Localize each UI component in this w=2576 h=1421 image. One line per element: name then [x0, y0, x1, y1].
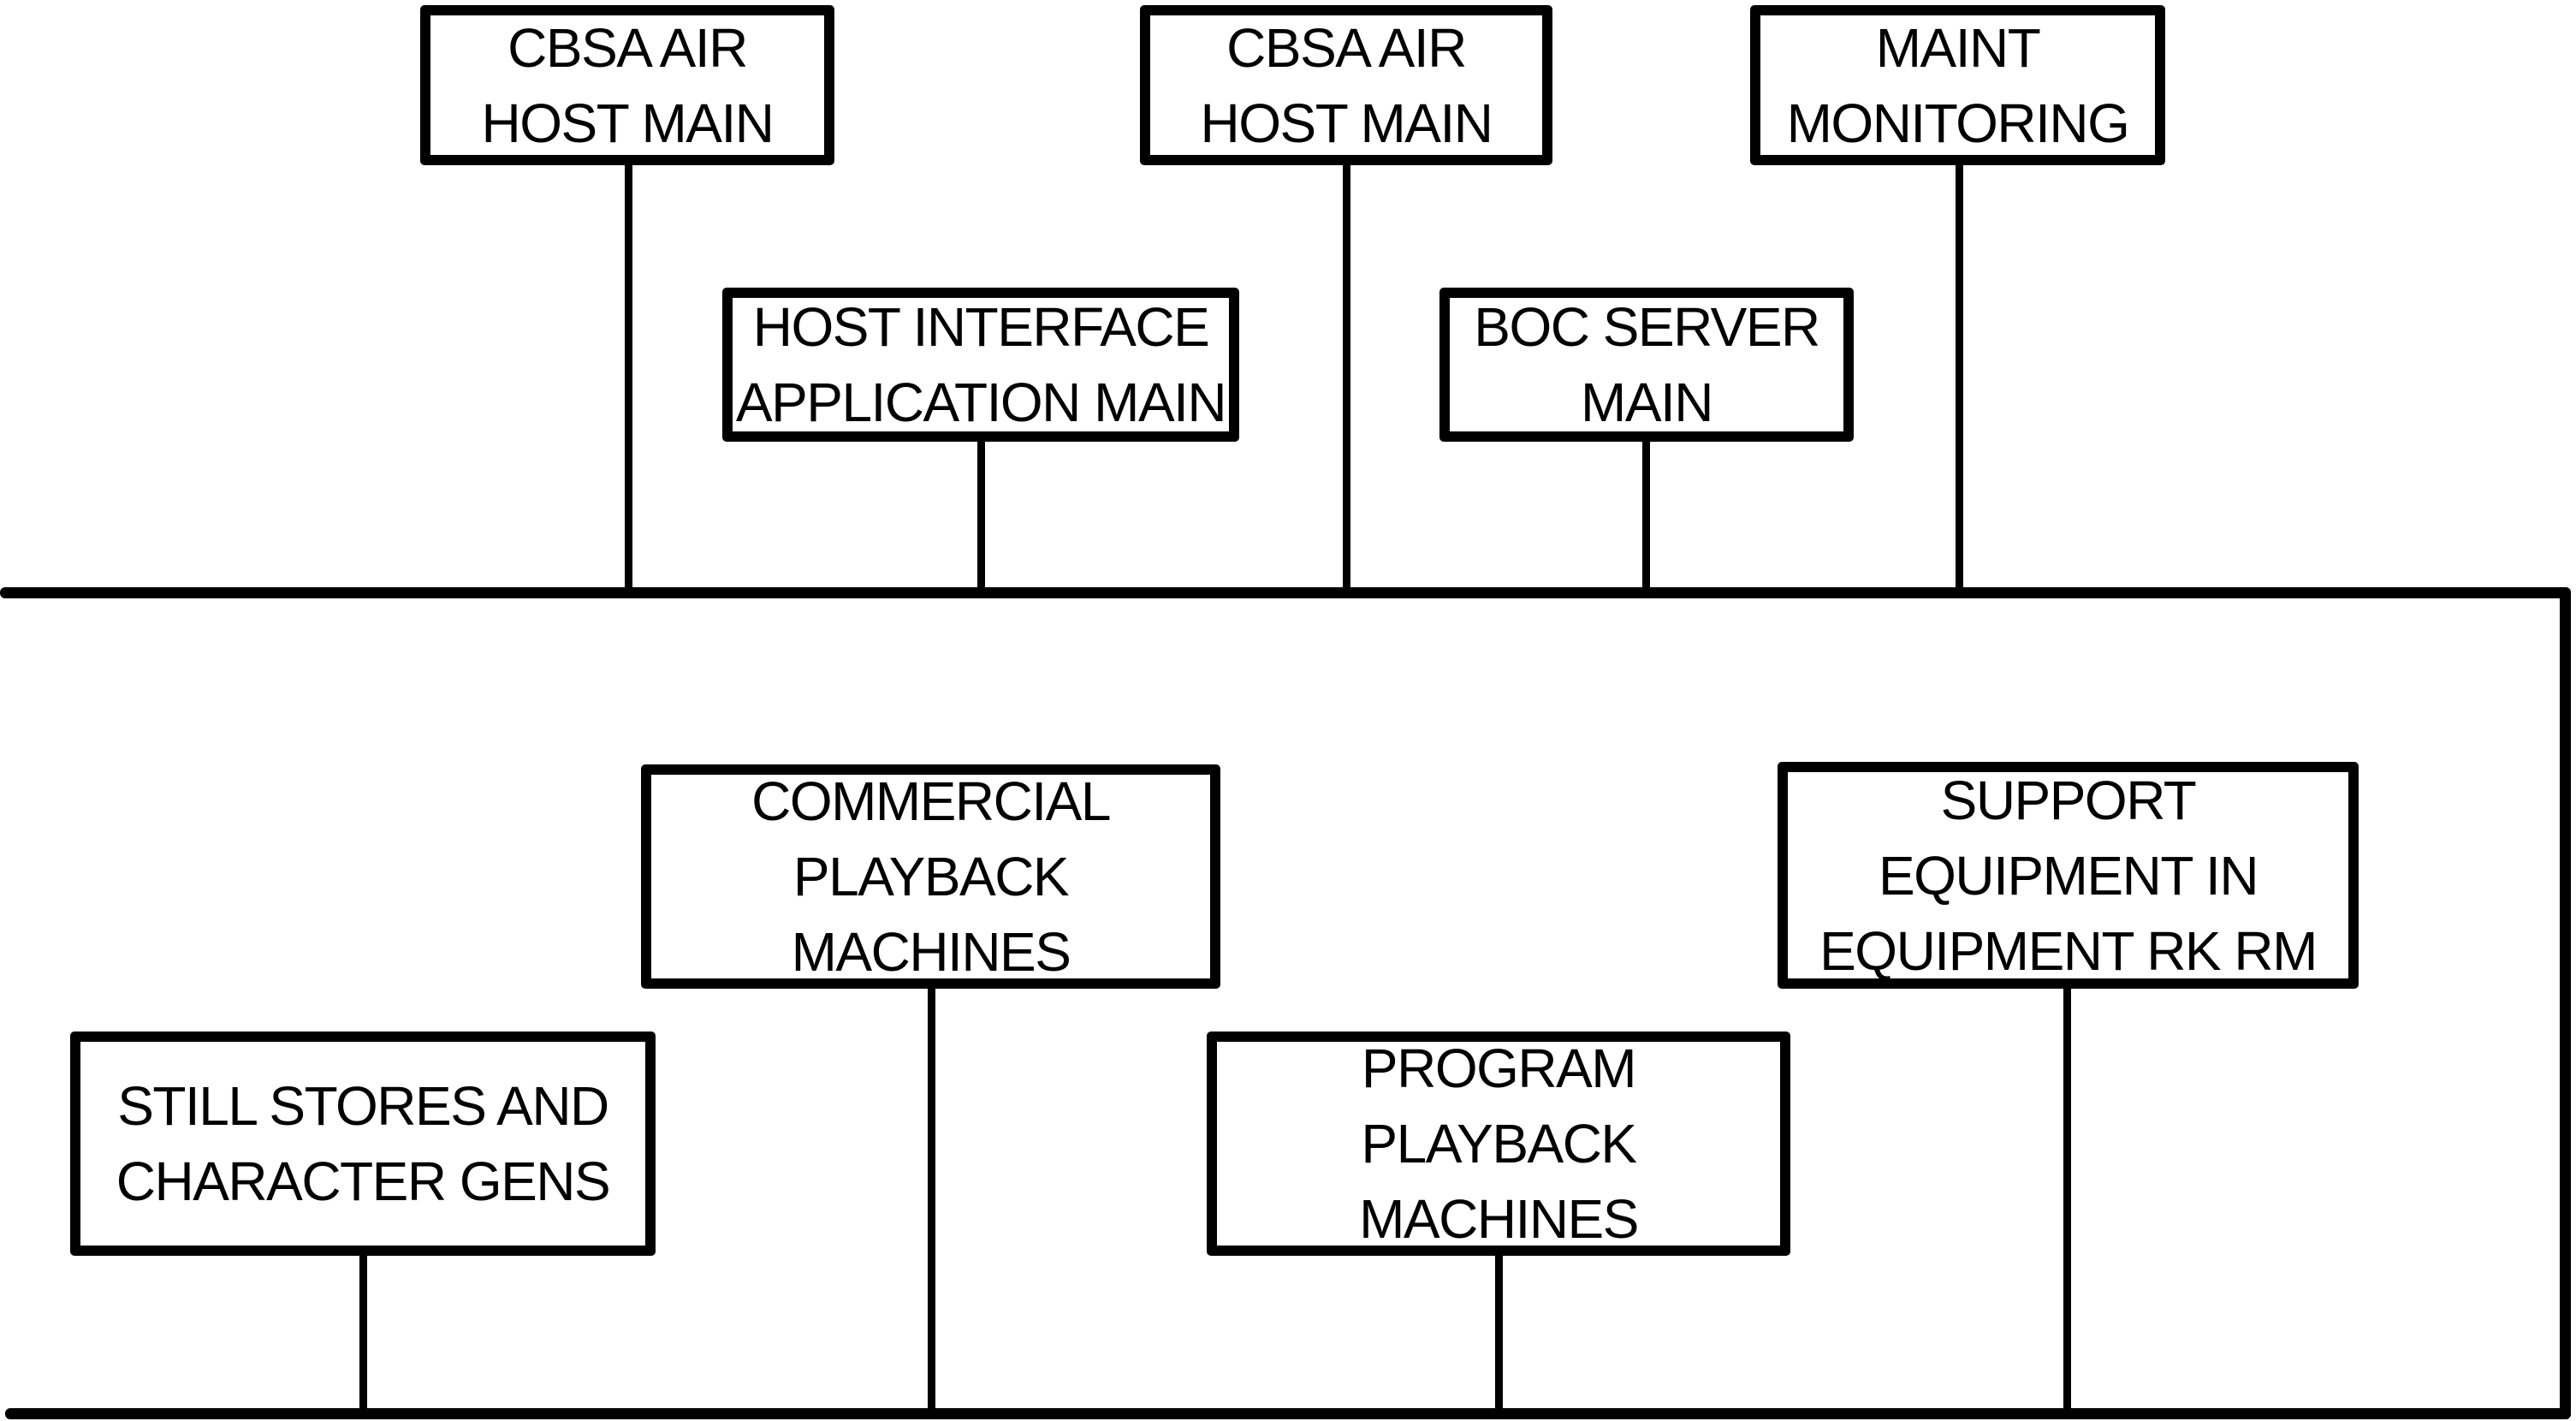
node-host-interface-application-main: HOST INTERFACE APPLICATION MAIN — [722, 288, 1239, 442]
node-label-host-interface-application-main: HOST INTERFACE APPLICATION MAIN — [735, 296, 1227, 433]
node-support-equipment-in-equipment-rk-rm: SUPPORT EQUIPMENT IN EQUIPMENT RK RM — [1778, 762, 2359, 989]
node-label-still-stores: STILL STORES AND CHARACTER GENS — [116, 1075, 611, 1212]
connector-boc-server-main — [1642, 432, 1650, 598]
node-label-program-playback-machines: PROGRAM PLAYBACK MACHINES — [1359, 1038, 1639, 1250]
node-label-support-equipment: SUPPORT EQUIPMENT IN EQUIPMENT RK RM — [1819, 769, 2318, 982]
connector-support-equipment — [2063, 983, 2071, 1416]
node-program-playback-machines: PROGRAM PLAYBACK MACHINES — [1207, 1032, 1790, 1256]
lower-bus-line — [5, 1408, 2571, 1419]
node-cbsa-air-host-main-2: CBSA AIR HOST MAIN — [1140, 5, 1552, 165]
connector-still-stores — [359, 1250, 367, 1416]
node-label-boc-server-main: BOC SERVER MAIN — [1474, 296, 1820, 433]
connector-cbsa-air-host-main-2 — [1343, 158, 1350, 598]
node-commercial-playback-machines: COMMERCIAL PLAYBACK MACHINES — [641, 764, 1220, 989]
connector-cbsa-air-host-main-1 — [625, 158, 632, 598]
node-still-stores-and-character-gens: STILL STORES AND CHARACTER GENS — [70, 1032, 656, 1256]
upper-bus-line — [0, 587, 2571, 598]
node-label-cbsa-air-host-main-1: CBSA AIR HOST MAIN — [481, 16, 775, 154]
node-label-maint-monitoring: MAINT MONITORING — [1786, 16, 2130, 154]
connector-commercial-playback-machines — [928, 983, 935, 1416]
node-label-cbsa-air-host-main-2: CBSA AIR HOST MAIN — [1200, 16, 1493, 154]
node-label-commercial-playback-machines: COMMERCIAL PLAYBACK MACHINES — [751, 770, 1111, 983]
connector-host-interface-application-main — [977, 432, 985, 598]
connector-maint-monitoring — [1956, 158, 1963, 598]
connector-program-playback-machines — [1495, 1250, 1503, 1416]
right-bus-riser-line — [2560, 587, 2571, 1419]
node-maint-monitoring: MAINT MONITORING — [1750, 5, 2165, 165]
node-cbsa-air-host-main-1: CBSA AIR HOST MAIN — [420, 5, 834, 165]
node-boc-server-main: BOC SERVER MAIN — [1439, 288, 1854, 442]
